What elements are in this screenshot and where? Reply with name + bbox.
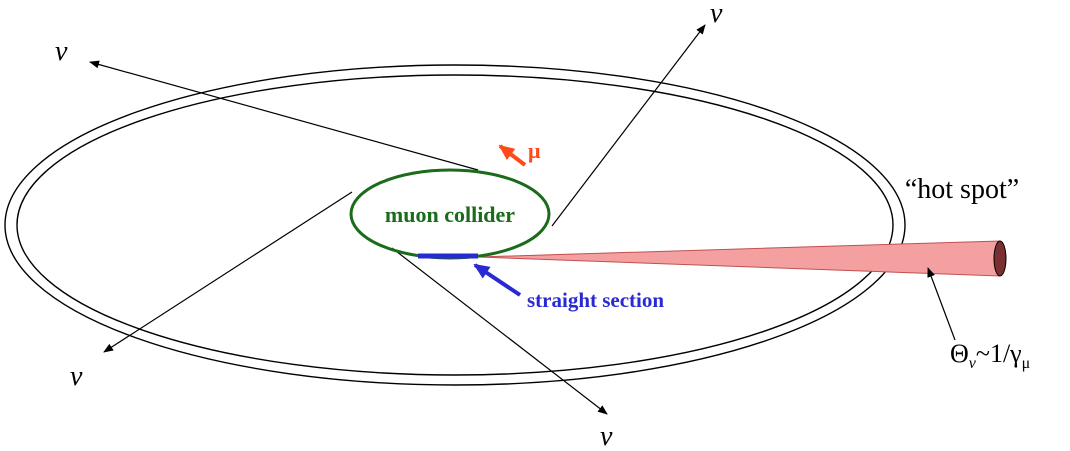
opening-angle-label: Θν~1/γμ [950,339,1030,372]
neutrino-symbol-top-right: ν [710,0,723,29]
outer-ring [4,64,906,386]
neutrino-symbol-lower-left: ν [70,361,83,392]
neutrino-trajectories [89,24,706,415]
straight-section-pointer-arrow-icon [473,263,522,297]
straight-section-label: straight section [527,288,664,312]
neutrino-line-upper-right [551,24,706,227]
muon-label: μ [528,138,541,163]
hot-spot-label: “hot spot” [905,174,1019,205]
neutrino-beam-cone [477,240,1007,277]
muon-collider-label: muon collider [385,202,515,227]
neutrino-line-lower-right [391,247,608,415]
neutrino-line-upper-left [89,60,479,171]
neutrino-line-lower-left [103,191,353,353]
neutrino-symbol-upper-left: ν [55,36,68,67]
muon-direction-arrow-icon [498,144,527,167]
neutrino-symbol-bottom: ν [600,421,613,451]
angle-pointer-arrow-icon [927,267,956,341]
